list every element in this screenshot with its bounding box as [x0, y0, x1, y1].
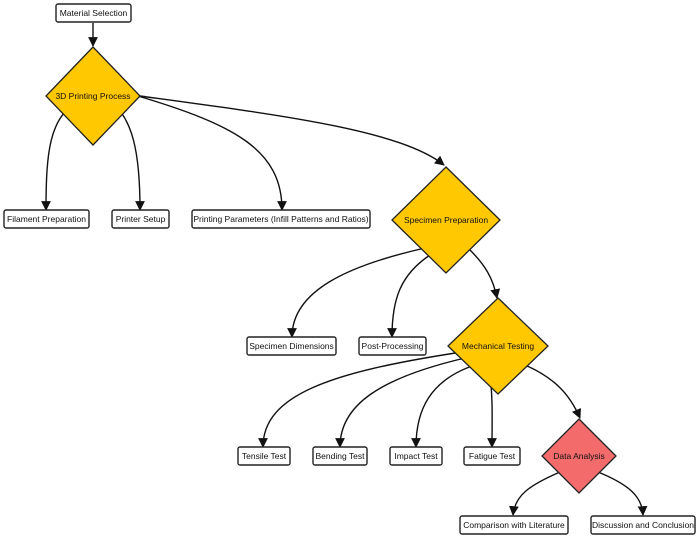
node-label: 3D Printing Process [55, 91, 130, 101]
node-mechanical-testing[interactable]: Mechanical Testing [447, 297, 549, 395]
edge-specimen-to-dimensions [287, 247, 426, 338]
node-fatigue-test[interactable]: Fatigue Test [463, 446, 521, 466]
node-label: Discussion and Conclusion [592, 520, 694, 530]
node-tensile-test[interactable]: Tensile Test [237, 446, 291, 466]
decision-diamond [447, 297, 549, 395]
node-impact-test[interactable]: Impact Test [389, 446, 443, 466]
node-label: Post-Processing [362, 341, 424, 351]
node-discussion-and-conclusion[interactable]: Discussion and Conclusion [590, 515, 696, 535]
edge-printing-to-specimen [139, 95, 445, 166]
node-printer-setup[interactable]: Printer Setup [111, 209, 170, 229]
edge-specimen-to-mechanical [469, 249, 501, 299]
edge-printing-to-parameters [137, 95, 287, 211]
node-post-processing[interactable]: Post-Processing [358, 336, 427, 356]
node-label: Printing Parameters (Infill Patterns and… [193, 214, 368, 224]
node-label: Tensile Test [242, 451, 287, 461]
node-printing-parameters[interactable]: Printing Parameters (Infill Patterns and… [191, 209, 371, 229]
node-data-analysis[interactable]: Data Analysis [541, 418, 617, 494]
edge-mechanical-to-tensile [258, 351, 463, 448]
node-label: Filament Preparation [7, 214, 86, 224]
edge-mechanical-to-bending [335, 357, 466, 448]
node-label: Material Selection [60, 8, 128, 18]
node-comparison-with-literature[interactable]: Comparison with Literature [459, 515, 569, 535]
node-bending-test[interactable]: Bending Test [312, 446, 368, 466]
node-label: Bending Test [316, 451, 366, 461]
node-label: Specimen Dimensions [249, 341, 334, 351]
decision-diamond [45, 46, 141, 146]
node-material-selection[interactable]: Material Selection [55, 3, 132, 23]
node-label: Printer Setup [116, 214, 166, 224]
node-label: Fatigue Test [469, 451, 516, 461]
decision-diamond [391, 166, 501, 274]
node-specimen-dimensions[interactable]: Specimen Dimensions [246, 336, 337, 356]
node-specimen-preparation[interactable]: Specimen Preparation [391, 166, 501, 274]
node-label: Specimen Preparation [404, 215, 488, 225]
decision-diamond [541, 418, 617, 494]
node-label: Impact Test [394, 451, 438, 461]
node-label: Comparison with Literature [463, 520, 565, 530]
node-label: Mechanical Testing [462, 341, 534, 351]
edge-mechanical-to-impact [411, 364, 476, 448]
edge-mechanical-to-data [524, 364, 581, 419]
edge-data-to-comparison [509, 471, 561, 516]
edge-specimen-to-postprocessing [387, 254, 431, 338]
edge-data-to-discussion [597, 471, 648, 516]
node-3d-printing-process[interactable]: 3D Printing Process [45, 46, 141, 146]
node-filament-preparation[interactable]: Filament Preparation [3, 209, 90, 229]
node-label: Data Analysis [553, 451, 605, 461]
